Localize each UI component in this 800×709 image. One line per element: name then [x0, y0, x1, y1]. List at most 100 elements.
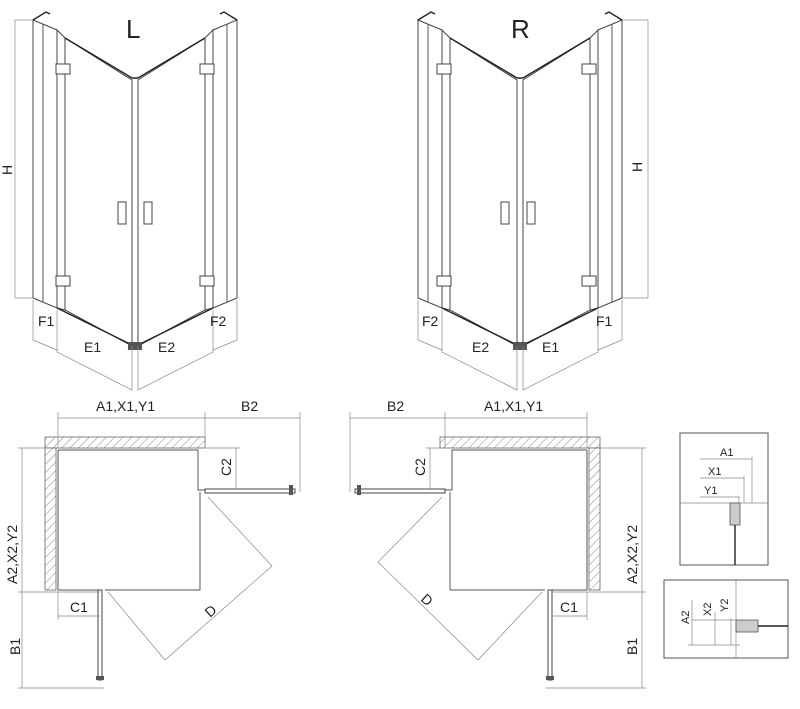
door-handle: [96, 676, 104, 680]
plan-right: D A1,X1,Y1 B2 C2 A2,X2,Y2 C1 B1: [349, 398, 646, 689]
wall-top: [44, 436, 206, 449]
wall-top: [439, 436, 601, 449]
hinge-icon: [55, 63, 71, 75]
left-door: [64, 37, 133, 347]
dim-ext: [56, 310, 133, 391]
detail-bottom: A2 X2 Y2: [663, 579, 789, 659]
hinge-icon: [199, 275, 215, 287]
hinge-icon: [199, 63, 215, 75]
detail-frame: [679, 432, 769, 566]
label-a1-right: A1,X1,Y1: [484, 398, 543, 414]
hinge-icon: [581, 275, 597, 287]
label-b2-right: B2: [387, 398, 404, 414]
view-left-3d: L H: [0, 11, 238, 391]
door-open-right: [547, 589, 553, 681]
door-open-right: [204, 488, 296, 494]
detail-x2: X2: [702, 603, 714, 616]
view-right-3d: R H F2 E2 E1 F1: [417, 11, 649, 391]
detail-x1: X1: [708, 466, 721, 478]
dim-ext: [522, 310, 599, 391]
tray-outline: [58, 449, 205, 491]
label-f1-left: F1: [38, 313, 55, 329]
detail-a1: A1: [720, 447, 733, 459]
door-open-left: [97, 589, 103, 681]
detail-top: A1 X1 Y1: [679, 432, 769, 566]
handle-icon: [526, 201, 536, 225]
label-b2-left: B2: [241, 398, 258, 414]
label-e1-left: E1: [84, 339, 101, 355]
detail-y1: Y1: [704, 485, 717, 497]
detail-a2: A2: [680, 611, 692, 624]
dim-ext: [107, 591, 166, 661]
top-clip-right: [219, 11, 238, 21]
hinge-icon: [581, 63, 597, 75]
door-handle: [357, 485, 361, 495]
hinge-icon: [55, 275, 71, 287]
label-h-left: H: [0, 165, 15, 175]
door-handle: [546, 676, 554, 680]
hinge-icon: [436, 63, 452, 75]
label-f1-right: F1: [596, 313, 613, 329]
dim-ext: [377, 496, 443, 563]
handle-icon: [117, 201, 127, 225]
tray-outline: [552, 450, 588, 591]
wall-right: [588, 447, 601, 591]
label-a1-left: A1,X1,Y1: [96, 398, 155, 414]
right-door: [522, 37, 591, 347]
dim-ext: [417, 300, 443, 351]
label-a2-left: A2,X2,Y2: [4, 525, 20, 584]
door-handle: [289, 485, 293, 495]
top-profile: [64, 37, 206, 79]
label-b1-left: B1: [7, 638, 23, 655]
label-d-left: D: [201, 602, 219, 621]
label-b1-right: B1: [624, 638, 640, 655]
label-e2-right: E2: [472, 339, 489, 355]
bottom-corner: [128, 342, 142, 350]
label-d-right: D: [418, 590, 436, 609]
tray-outline: [449, 492, 545, 591]
detail-y2: Y2: [719, 599, 731, 612]
title-right: R: [511, 14, 530, 44]
label-f2-left: F2: [210, 313, 227, 329]
tray-outline: [105, 492, 201, 591]
handle-icon: [500, 201, 510, 225]
dim-ext: [32, 300, 58, 351]
tray-outline: [57, 450, 100, 591]
left-door: [449, 37, 518, 347]
label-e1-right: E1: [542, 339, 559, 355]
label-a2-right: A2,X2,Y2: [624, 525, 640, 584]
dim-ext: [207, 496, 273, 567]
label-c2-left: C2: [218, 458, 234, 476]
hinge-icon: [436, 275, 452, 287]
door-open-left: [354, 488, 446, 494]
title-left: L: [126, 14, 140, 44]
right-side-frame: [212, 19, 238, 309]
label-e2-left: E2: [158, 339, 175, 355]
wall-left: [44, 447, 57, 591]
label-c1-left: C1: [70, 599, 88, 615]
dim-line-d: [377, 561, 479, 661]
right-side-frame: [597, 19, 623, 309]
top-clip-left: [417, 11, 436, 21]
dim-ext: [597, 300, 623, 351]
profile-section: [735, 619, 759, 633]
left-side-frame: [32, 19, 58, 309]
label-f2-right: F2: [422, 313, 439, 329]
bottom-corner: [513, 342, 527, 350]
handle-icon: [143, 201, 153, 225]
label-c2-right: C2: [412, 458, 428, 476]
dim-line-d: [164, 565, 273, 661]
tray-outline: [445, 449, 587, 491]
dim-ext: [477, 591, 543, 661]
dim-ext: [212, 300, 238, 351]
right-door: [137, 37, 206, 347]
dim-ext: [137, 310, 214, 391]
profile-section: [729, 502, 741, 526]
top-profile: [449, 37, 591, 79]
top-clip-right: [604, 11, 623, 21]
plan-left: D A1,X1,Y1 B2 C2 A2,X2,Y2 C1 B1: [4, 398, 301, 689]
top-clip-left: [32, 11, 51, 21]
label-h-right: H: [629, 162, 645, 172]
